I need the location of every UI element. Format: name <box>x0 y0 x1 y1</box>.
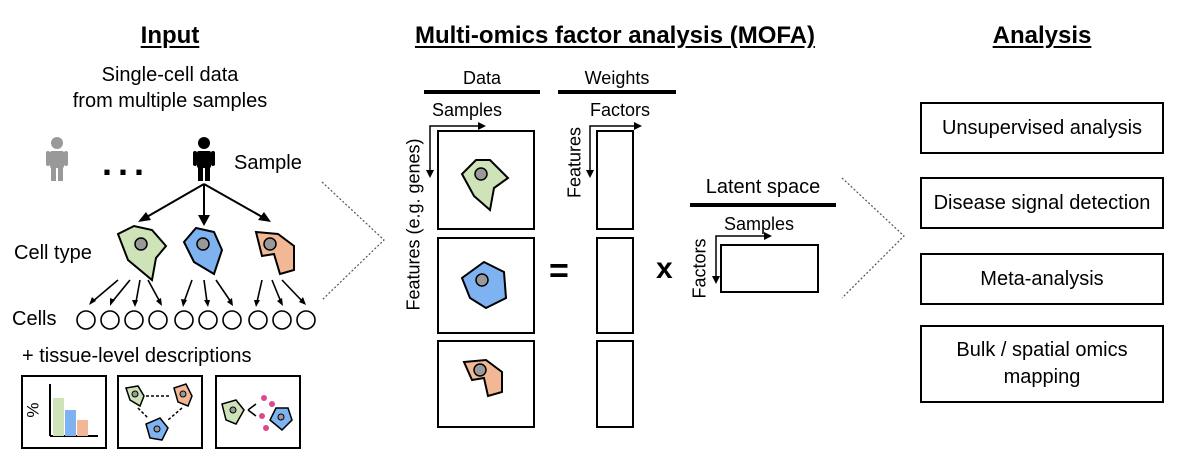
samples-ellipsis: ... <box>102 142 151 183</box>
latent-axes <box>715 235 766 278</box>
tissue-label: + tissue-level descriptions <box>22 345 252 367</box>
person-icon-sample <box>193 137 215 181</box>
data-samples-label: Samples <box>432 100 503 120</box>
tissue-box-interactions <box>117 375 203 449</box>
analysis-item-4-line2: mapping <box>1003 366 1081 388</box>
weights-block-3 <box>596 340 634 428</box>
analysis-item-1-line1: Unsupervised analysis <box>941 116 1143 139</box>
data-label: Data <box>462 68 502 88</box>
latent-samples-label: Samples <box>724 214 795 234</box>
equals-sign: = <box>549 252 569 290</box>
latent-space-label: Latent space <box>705 176 821 198</box>
weights-label: Weights <box>584 68 650 88</box>
analysis-meta-analysis-box: Meta-analysis <box>920 253 1164 305</box>
input-subtitle-line2: from multiple samples <box>72 90 268 112</box>
analysis-unsupervised-box: Unsupervised analysis <box>920 102 1164 154</box>
data-cell-blue <box>460 260 508 310</box>
cell-arrows <box>91 279 304 303</box>
features-genes-label: Features (e.g. genes) <box>403 138 424 311</box>
sample-arrows <box>144 183 265 220</box>
cell-type-blue <box>182 226 224 276</box>
analysis-heading: Analysis <box>992 22 1092 49</box>
latent-factors-label: Factors <box>689 238 710 299</box>
data-cell-green <box>460 159 510 212</box>
cell-type-orange <box>254 230 295 276</box>
cell-arrowheads <box>89 297 306 307</box>
tissue-box-signaling <box>215 375 301 449</box>
cell-type-green <box>116 224 168 282</box>
input-subtitle-line1: Single-cell data <box>101 64 239 86</box>
data-cell-orange <box>462 358 503 398</box>
latent-space-matrix <box>720 244 819 293</box>
analysis-disease-signal-box: Disease signal detection <box>920 177 1164 229</box>
sample-arrowheads <box>138 212 271 226</box>
cell-type-label: Cell type <box>14 242 92 264</box>
cell-circles <box>76 310 316 330</box>
input-heading: Input <box>140 22 200 49</box>
analysis-item-2-line1: Disease signal detection <box>933 191 1151 214</box>
bracket-input-to-mofa <box>321 181 385 301</box>
weights-block-1 <box>596 130 634 230</box>
analysis-item-3-line1: Meta-analysis <box>980 267 1104 290</box>
data-axes <box>429 125 480 172</box>
cells-label: Cells <box>12 308 57 330</box>
analysis-item-4-line1: Bulk / spatial omics <box>956 339 1128 361</box>
weights-block-2 <box>596 237 634 334</box>
weights-factors-label: Factors <box>590 100 651 120</box>
mofa-heading: Multi-omics factor analysis (MOFA) <box>414 22 816 49</box>
weights-axes <box>589 125 636 172</box>
analysis-bulk-spatial-box: Bulk / spatial omics mapping <box>920 325 1164 403</box>
bracket-mofa-to-analysis <box>841 177 905 299</box>
person-icon-gray <box>46 137 68 181</box>
tissue-box-proportions <box>21 375 107 449</box>
times-sign: x <box>656 252 673 285</box>
features-label: Features <box>564 126 585 199</box>
sample-label: Sample <box>234 152 302 174</box>
